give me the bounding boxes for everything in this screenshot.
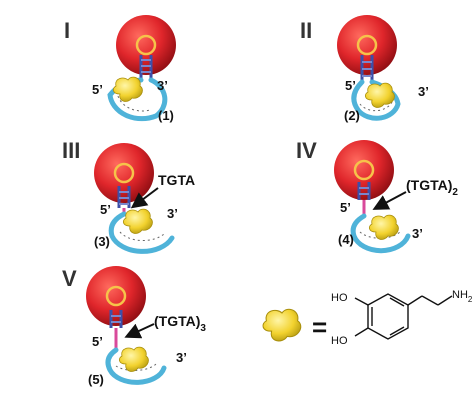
panel-4-three-prime: 3’ — [412, 226, 423, 241]
legend-nh2: NH2 — [452, 289, 473, 304]
panel-4-sequence: (TGTA)2 — [406, 177, 458, 198]
panel-2-index: (2) — [344, 108, 360, 123]
panel-5-five-prime: 5’ — [92, 334, 103, 349]
panel-2-five-prime: 5’ — [345, 78, 356, 93]
panel-5-three-prime: 3’ — [176, 350, 187, 365]
panel-2-three-prime: 3’ — [418, 84, 429, 99]
panel-1-index: (1) — [158, 108, 174, 123]
panel-5-index: (5) — [88, 372, 104, 387]
panel-3-bead — [92, 141, 156, 205]
panel-3-arrow — [130, 187, 159, 209]
panel-4: IV (TGTA)2 5’ 3’ (4) — [296, 138, 458, 254]
legend: = HO HO NH2 — [262, 289, 473, 347]
panel-3-roman: III — [62, 138, 80, 163]
panel-1-target — [112, 76, 143, 102]
panel-4-roman: IV — [296, 138, 317, 163]
panel-3-sequence: TGTA — [158, 172, 195, 188]
panel-3-index: (3) — [94, 234, 110, 249]
legend-ho-bottom: HO — [331, 335, 348, 347]
panel-5-stem — [109, 310, 123, 350]
panel-1-three-prime: 3’ — [157, 78, 168, 93]
panel-2: II 5’ 3’ (2) — [300, 13, 429, 123]
panel-3-aptamer — [108, 211, 175, 254]
panel-2-bead — [335, 13, 399, 77]
panel-5-sequence: (TGTA)3 — [154, 313, 206, 334]
panel-4-index: (4) — [338, 232, 354, 247]
panel-3-target — [122, 208, 153, 234]
panel-3-five-prime: 5’ — [100, 202, 111, 217]
panel-3-three-prime: 3’ — [167, 206, 178, 221]
panel-1-five-prime: 5’ — [92, 82, 103, 97]
panel-1: I 5’ 3’ (1) — [64, 13, 178, 123]
panel-4-bead — [332, 138, 396, 202]
legend-ho-top: HO — [331, 292, 348, 304]
panel-5-roman: V — [62, 266, 77, 291]
panel-2-stem — [360, 55, 374, 82]
panel-5-aptamer — [105, 347, 167, 385]
panel-3: III TGTA 5’ 3’ (3) — [62, 138, 195, 254]
panel-4-five-prime: 5’ — [340, 200, 351, 215]
legend-target-icon — [262, 308, 302, 342]
panel-4-stem — [357, 182, 371, 216]
panel-1-roman: I — [64, 18, 70, 43]
legend-equals: = — [312, 312, 327, 342]
panel-4-arrow — [372, 191, 407, 210]
panel-5: V (TGTA)3 5’ 3’ (5) — [62, 264, 206, 387]
panel-5-arrow — [124, 323, 155, 339]
panel-1-stem — [139, 55, 153, 80]
panel-2-target — [364, 82, 395, 108]
panel-4-target — [368, 214, 399, 240]
panel-2-roman: II — [300, 18, 312, 43]
panel-3-stem — [117, 186, 131, 214]
panel-5-target — [118, 346, 149, 372]
dopamine-structure — [354, 293, 453, 340]
